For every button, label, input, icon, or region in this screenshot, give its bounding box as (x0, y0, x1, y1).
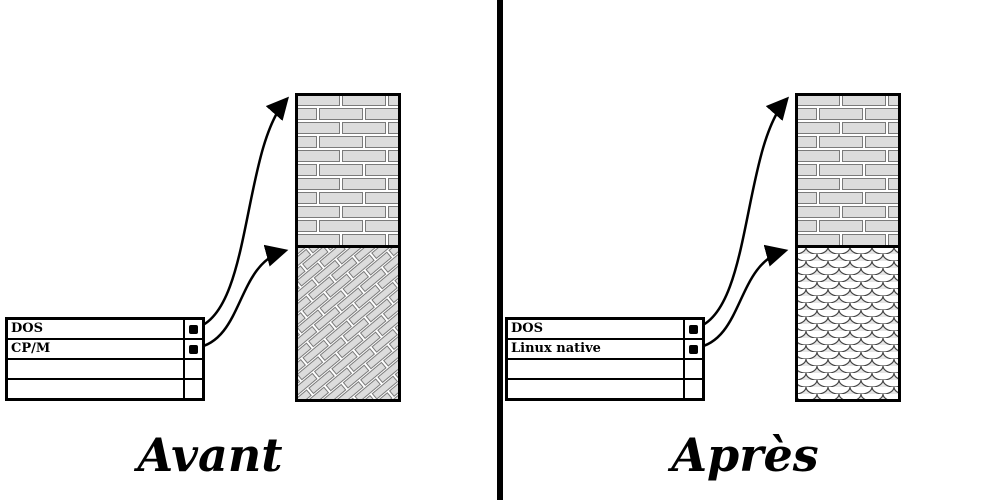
partition-pointer-dot (189, 324, 198, 334)
partition-row: DOS (8, 320, 202, 340)
panel-before: DOS CP/M (5, 93, 401, 482)
arrow-row1-to-bottom-partition (695, 244, 789, 350)
disk-partitions (295, 93, 401, 402)
arrow-row0-to-top-partition (195, 96, 289, 330)
partition-pointer-dot (689, 344, 698, 354)
partition-row (508, 380, 702, 398)
pointer-cell (183, 360, 202, 378)
partition-row (8, 360, 202, 380)
partition-row: DOS (508, 320, 702, 340)
partition-label (8, 360, 183, 378)
pointer-arrows (695, 96, 789, 350)
pointer-cell (683, 340, 702, 358)
disk-partitions (795, 93, 901, 402)
panel-caption: Avant (137, 428, 283, 482)
partition-label: DOS (11, 321, 43, 336)
disk-bottom-partition-diagonal-brick (295, 245, 401, 402)
partition-row (8, 380, 202, 398)
pointer-cell (683, 360, 702, 378)
disk-bottom-partition-fish-scale (795, 245, 901, 402)
partition-row: CP/M (8, 340, 202, 360)
arrow-row0-to-top-partition (695, 96, 789, 330)
partition-pointer-dot (189, 344, 198, 354)
pointer-arrows (195, 96, 289, 350)
pointer-cell (183, 380, 202, 398)
pointer-cell (183, 320, 202, 338)
panel-caption: Après (671, 428, 819, 482)
partition-label (8, 380, 183, 398)
partition-table: DOS Linux native (505, 317, 705, 401)
pointer-cell (683, 380, 702, 398)
partition-label (508, 380, 683, 398)
partition-row (508, 360, 702, 380)
partition-label (508, 360, 683, 378)
panel-after: DOS Linux native (500, 0, 1000, 500)
partition-pointer-dot (689, 324, 698, 334)
partition-table: DOS CP/M (5, 317, 205, 401)
partition-label: DOS (511, 321, 543, 336)
disk-top-partition-brick (295, 93, 401, 248)
arrow-row1-to-bottom-partition (195, 244, 289, 350)
partition-label: Linux native (511, 341, 601, 356)
disk-top-partition-brick (795, 93, 901, 248)
partition-label: CP/M (11, 341, 51, 356)
center-divider-line (497, 0, 503, 500)
pointer-cell (683, 320, 702, 338)
partition-row: Linux native (508, 340, 702, 360)
pointer-cell (183, 340, 202, 358)
